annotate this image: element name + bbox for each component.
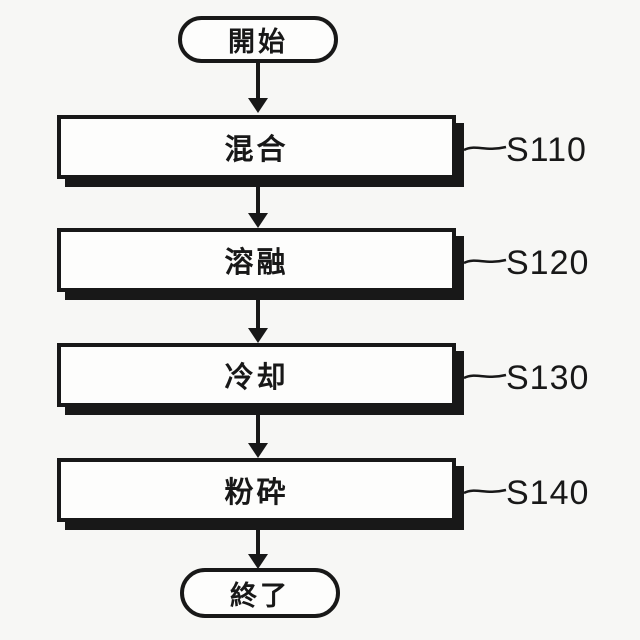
step-id-label-s130: S130 [506, 359, 590, 397]
flow-arrow-line [256, 62, 260, 98]
flow-arrow-head [248, 98, 268, 113]
process-box-mixing: 混合 [57, 115, 456, 179]
leader-line-s120 [463, 258, 507, 265]
flow-arrow-line [256, 298, 260, 328]
leader-line-s130 [463, 373, 507, 380]
step-id-label-s140: S140 [506, 474, 590, 512]
start-terminal: 開始 [178, 16, 338, 63]
flow-arrow-line [256, 528, 260, 554]
process-box-melting: 溶融 [57, 228, 456, 292]
end-terminal-label: 終了 [230, 580, 290, 612]
step-id-label-s120: S120 [506, 244, 590, 282]
process-box-label: 混合 [224, 132, 289, 166]
step-id-label-s110: S110 [506, 131, 587, 169]
flow-arrow-line [256, 185, 260, 213]
leader-line-s110 [463, 145, 507, 152]
flow-arrow-head [248, 443, 268, 458]
flow-arrow-head [248, 328, 268, 343]
process-box-label: 粉砕 [224, 475, 289, 509]
process-box-label: 冷却 [224, 360, 289, 394]
flow-arrow-head [248, 213, 268, 228]
process-box-label: 溶融 [224, 245, 289, 279]
start-terminal-label: 開始 [228, 27, 288, 58]
end-terminal: 終了 [180, 568, 340, 618]
flow-arrow-head [248, 554, 268, 569]
process-box-cooling: 冷却 [57, 343, 456, 407]
process-box-pulverizing: 粉砕 [57, 458, 456, 522]
leader-line-s140 [463, 488, 507, 495]
flow-arrow-line [256, 413, 260, 443]
